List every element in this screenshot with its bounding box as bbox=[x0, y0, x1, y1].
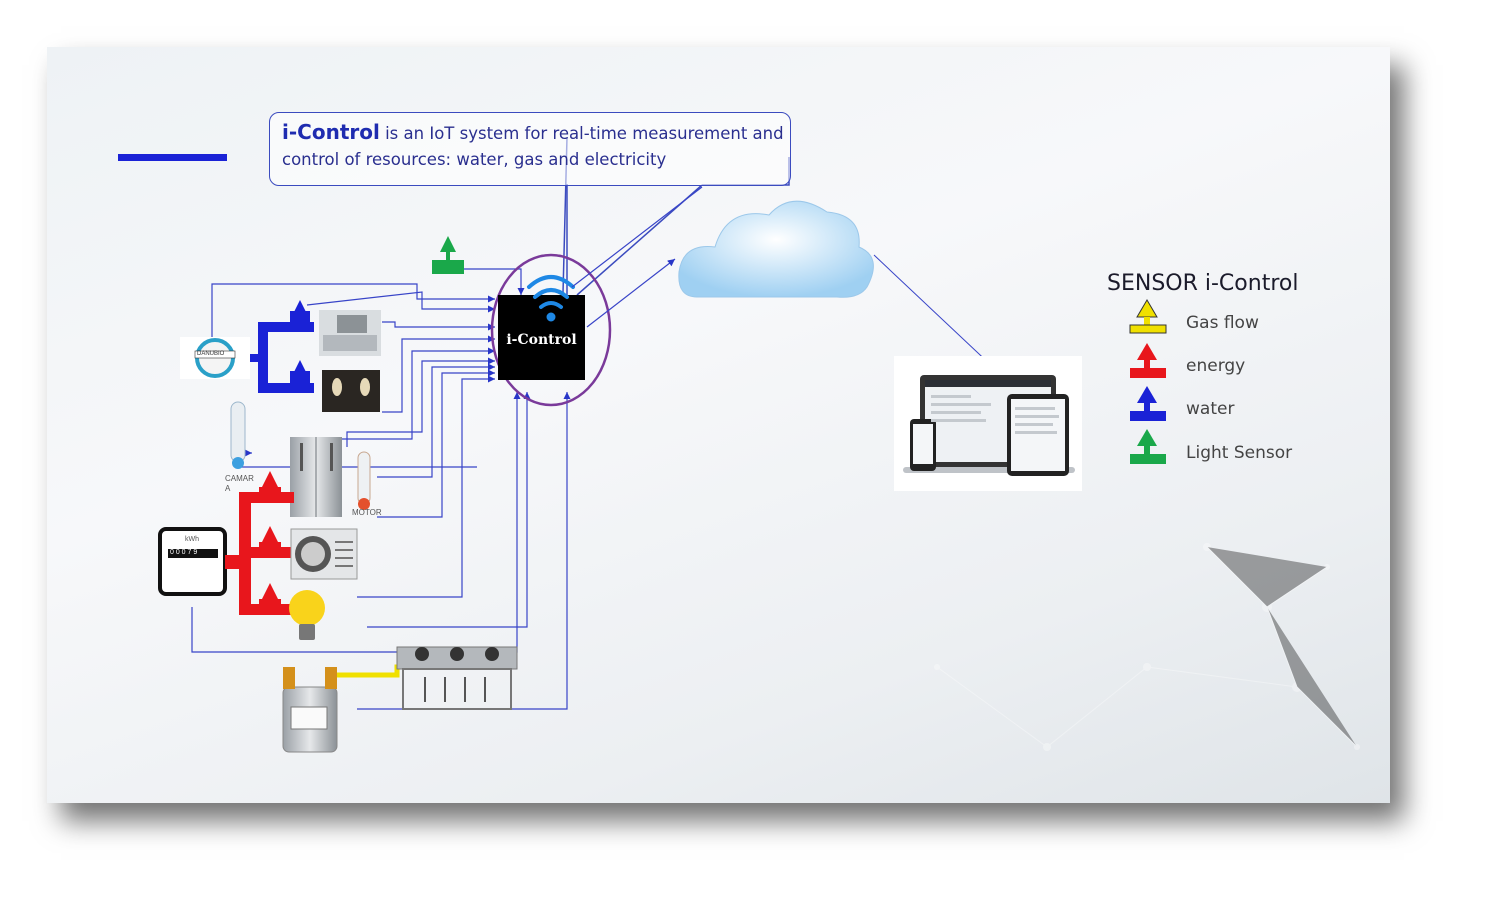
callout-box bbox=[269, 112, 791, 186]
cloud-icon bbox=[678, 200, 874, 298]
water-meter-brand: DANUBIO bbox=[197, 351, 225, 357]
callout-brand: i-Control bbox=[282, 120, 380, 144]
water-pipes bbox=[250, 322, 314, 393]
camara-label-2: A bbox=[225, 484, 231, 493]
camara-thermometer-icon bbox=[230, 401, 246, 469]
meter-reading: 0 0 0 7 9 bbox=[170, 549, 198, 556]
controller-ring bbox=[490, 253, 612, 407]
iot-diagram bbox=[118, 136, 1360, 753]
freezer-photo bbox=[290, 437, 342, 517]
background-network-pattern bbox=[934, 543, 1360, 751]
callout-description: is an IoT system for real-time measureme… bbox=[282, 124, 784, 169]
legend-energy-icon bbox=[1130, 343, 1166, 378]
sink-photo bbox=[319, 310, 381, 356]
accent-bar bbox=[118, 154, 227, 161]
light-bulb-icon bbox=[289, 590, 325, 640]
legend-label-gas-flow: Gas flow bbox=[1186, 313, 1259, 333]
motor-thermometer-icon bbox=[357, 451, 371, 510]
energy-sensor-icon bbox=[259, 471, 281, 613]
wifi-icon bbox=[527, 275, 575, 322]
i-control-label: i-Control bbox=[506, 332, 577, 348]
i-control-box bbox=[498, 295, 585, 380]
air-conditioner-icon bbox=[290, 528, 358, 580]
gas-stove-icon bbox=[396, 646, 518, 710]
camara-label-1: CAMAR bbox=[225, 474, 254, 483]
legend-light-sensor-icon bbox=[1130, 429, 1166, 464]
motor-label: MOTOR bbox=[352, 508, 382, 517]
sensor-wires bbox=[191, 268, 571, 710]
legend-label-light-sensor: Light Sensor bbox=[1186, 443, 1293, 463]
cloud-to-devices-line bbox=[873, 254, 996, 370]
callout-text: i-Control is an IoT system for real-time… bbox=[282, 119, 792, 173]
meter-unit-label: kWh bbox=[185, 536, 199, 543]
legend-label-water: water bbox=[1186, 399, 1235, 419]
water-sensor-icon bbox=[290, 300, 310, 383]
legend-gas-flow-icon bbox=[1129, 299, 1167, 334]
legend-water-icon bbox=[1130, 386, 1166, 421]
legend-label-energy: energy bbox=[1186, 356, 1246, 376]
uplink-line bbox=[571, 186, 703, 288]
legend-title: SENSOR i-Control bbox=[1107, 271, 1299, 296]
bathroom-photo bbox=[322, 370, 380, 412]
light-sensor-icon bbox=[432, 236, 464, 274]
gas-meter-icon bbox=[282, 667, 338, 753]
devices-icon bbox=[894, 356, 1082, 491]
water-meter-icon bbox=[180, 337, 250, 379]
slide: i-Control is an IoT system for real-time… bbox=[47, 47, 1390, 803]
i-control-hub bbox=[490, 253, 612, 407]
